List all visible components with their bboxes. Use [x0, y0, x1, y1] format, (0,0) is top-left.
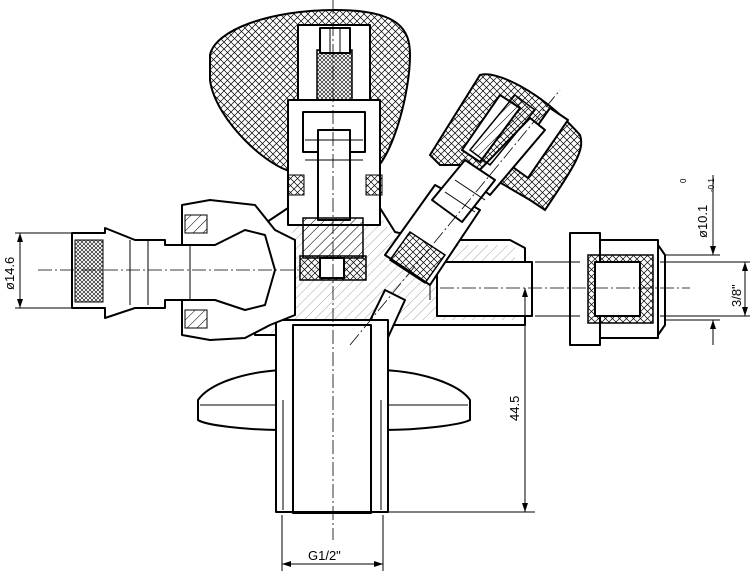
- pipe-diameter-label: ø10.1: [695, 205, 710, 238]
- hose-diameter-label: ø14.6: [2, 257, 17, 290]
- dimension-hose-diameter: ø14.6: [2, 232, 72, 309]
- dimension-height: 44.5: [388, 288, 535, 513]
- dimension-inlet-thread: G1/2": [281, 515, 384, 571]
- dimension-outlet-thread: 3/8": [660, 261, 750, 317]
- outlet-fitting: [436, 232, 666, 346]
- vertical-cartridge: [287, 99, 383, 281]
- center-lines: [38, 0, 690, 540]
- inlet-thread-label: G1/2": [308, 548, 341, 563]
- dimension-pipe-diameter: ø10.1 0 -0.1: [665, 175, 720, 345]
- height-label: 44.5: [507, 396, 522, 421]
- pipe-diameter-tol-upper: 0: [679, 178, 688, 183]
- inlet-thread-section: [275, 319, 389, 514]
- pipe-diameter-tol-lower: -0.1: [707, 178, 716, 192]
- outlet-thread-label: 3/8": [729, 284, 744, 307]
- angled-cartridge: [384, 93, 537, 286]
- wall-rosette: [197, 369, 471, 431]
